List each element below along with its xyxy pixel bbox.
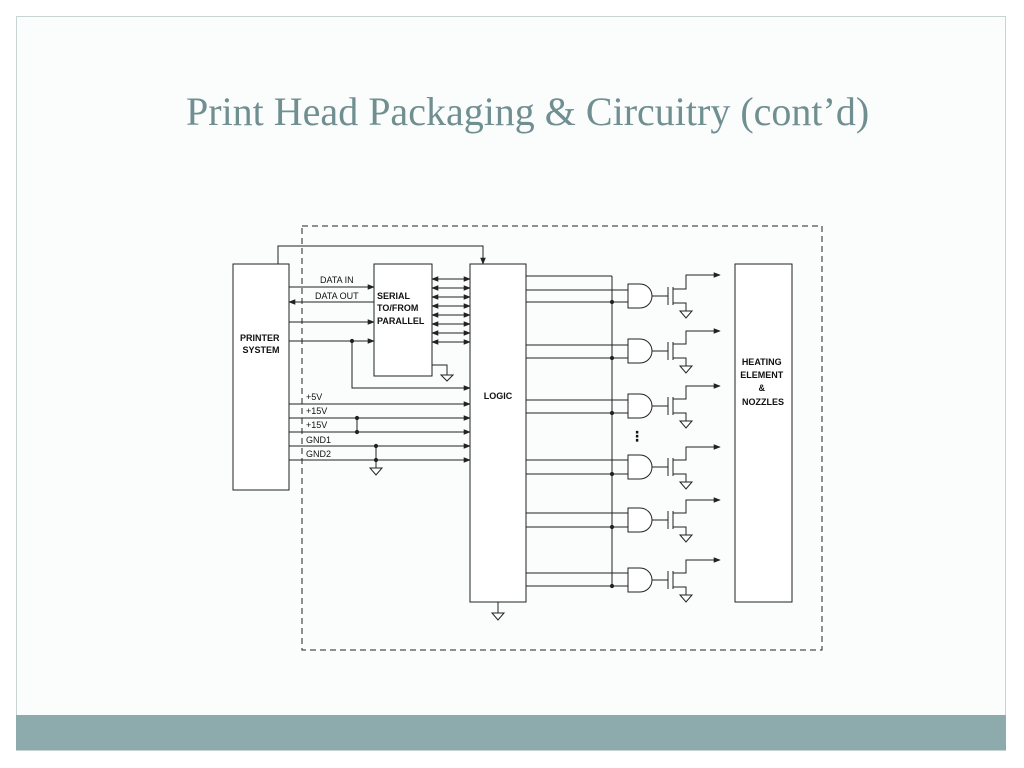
printer-system-block — [232, 263, 290, 491]
rail-label-gnd1: GND1 — [306, 435, 331, 445]
ellipsis-dots: ⋮ — [630, 428, 644, 444]
serial-parallel-block — [373, 263, 433, 377]
driver-stage — [526, 557, 721, 603]
logic-block-label: LOGIC — [484, 391, 513, 401]
driver-stage — [526, 328, 721, 374]
serial-logic-bus — [431, 276, 471, 345]
data-in-label: DATA IN — [320, 275, 354, 285]
printer-system-label: PRINTER SYSTEM — [240, 333, 282, 355]
serial-block-label: SERIAL TO/FROM PARALLEL — [377, 291, 425, 326]
footer-band — [16, 715, 1006, 750]
slide-title: Print Head Packaging & Circuitry (cont’d… — [186, 89, 870, 134]
rail-label-5v: +5V — [306, 392, 322, 402]
rail-label-15v-a: +15V — [306, 406, 327, 416]
driver-stage — [526, 497, 721, 543]
heating-element-block — [734, 263, 793, 603]
driver-stage — [526, 383, 721, 429]
heating-block-label: HEATING ELEMENT & NOZZLES — [740, 357, 786, 407]
print-head-package-boundary — [301, 225, 823, 651]
rail-label-15v-b: +15V — [306, 420, 327, 430]
driver-stage — [526, 444, 721, 490]
logic-block — [469, 263, 527, 603]
data-out-label: DATA OUT — [315, 291, 359, 301]
rail-label-gnd2: GND2 — [306, 449, 331, 459]
driver-stage — [526, 272, 721, 319]
